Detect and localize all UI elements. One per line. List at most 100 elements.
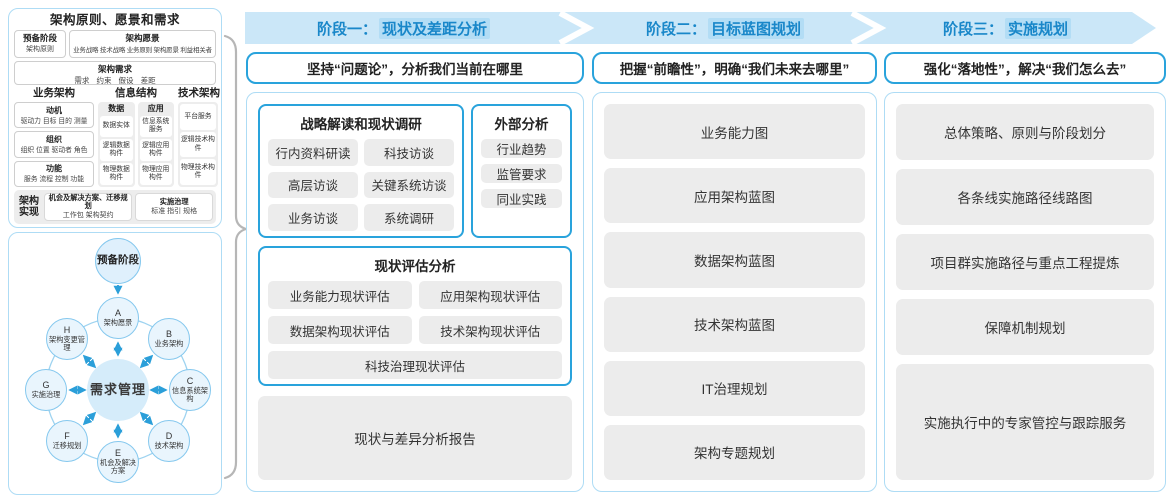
preliminary-phase-sub: 架构原则: [26, 46, 54, 54]
business-architecture-header: 业务架构: [33, 87, 75, 99]
phase3-banner-prefix: 阶段三：: [942, 20, 1003, 38]
adm-node-g-letter: G: [42, 380, 50, 391]
opportunities-migration-box: 机会及解决方案、迁移规划 工作包 架构契约: [44, 192, 133, 221]
technology-architecture-column: 技术架构 平台服务 逻辑技术构件 物理技术构件: [178, 87, 220, 187]
architecture-vision-box: 架构愿景 业务战略 技术战略 业务原则 架构愿景 利益相关者: [69, 30, 216, 58]
phase1-banner-prefix: 阶段一：: [316, 20, 377, 38]
function-box: 功能 服务 流程 控制 功能: [14, 160, 94, 187]
business-capability-map-box: 业务能力图: [604, 104, 865, 160]
adm-node-e-label: 机会及解决方案: [100, 458, 136, 475]
phase3-slogan-box: 强化“落地性”，解决“我们怎么去”: [884, 52, 1166, 84]
overall-strategy-box: 总体策略、原则与阶段划分: [896, 104, 1154, 160]
architecture-content-framework-panel: 架构原则、愿景和需求 预备阶段 架构原则 架构愿景 业务战略 技术战略 业务原则…: [8, 8, 222, 228]
phase1-banner-highlight: 现状及差距分析: [379, 17, 491, 39]
function-title: 功能: [46, 164, 62, 174]
strategy-research-group: 战略解读和现状调研 行内资料研读 科技访谈 高层访谈 关键系统访谈 业务访谈 系…: [258, 104, 464, 238]
information-structure-column: 信息结构 数据 数据实体 逻辑数据构件 物理数据构件 应用 信息系统服务 逻辑应…: [98, 87, 174, 187]
adm-node-d-letter: D: [165, 431, 173, 442]
adm-cycle-panel: 预备阶段 需求管理 A 架构愿景 B 业务架构 C 信息系统架构 D 技术架构 …: [8, 232, 222, 495]
architecture-vision-sub: 业务战略 技术战略 业务原则 架构愿景 利益相关者: [73, 47, 212, 55]
safeguard-mechanism-box: 保障机制规划: [896, 299, 1154, 355]
business-architecture-column: 业务架构 动机 驱动力 目标 目的 测量 组织 组织 位置 驱动者 角色 功能 …: [14, 87, 94, 187]
external-analysis-group: 外部分析 行业趋势 监管要求 同业实践: [471, 104, 572, 238]
phase1-slogan-box: 坚持“问题论”，分析我们当前在哪里: [246, 52, 584, 84]
phase2-banner-prefix: 阶段二：: [645, 20, 706, 38]
internal-material-item: 行内资料研读: [268, 139, 358, 166]
technology-architecture-assessment-item: 技术架构现状评估: [418, 316, 562, 344]
technology-group: 平台服务 逻辑技术构件 物理技术构件: [178, 102, 218, 187]
motivation-box: 动机 驱动力 目标 目的 测量: [14, 102, 94, 129]
adm-node-f-letter: F: [64, 431, 70, 442]
opportunities-migration-sub: 工作包 架构契约: [62, 212, 114, 220]
strategy-research-grid: 行内资料研读 科技访谈 高层访谈 关键系统访谈 业务访谈 系统调研: [268, 139, 454, 231]
phase-band-chevron-separators: [558, 12, 887, 44]
tech-interview-item: 科技访谈: [364, 139, 454, 166]
phase2-banner: 阶段二： 目标蓝图规划: [596, 12, 854, 44]
motivation-sub: 驱动力 目标 目的 测量: [20, 117, 88, 125]
phase3-banner-highlight: 实施规划: [1005, 17, 1072, 39]
architecture-realization-row: 架构实现 机会及解决方案、迁移规划 工作包 架构契约 实施治理 标准 指引 规格: [14, 190, 216, 224]
framework-middle-section: 业务架构 动机 驱动力 目标 目的 测量 组织 组织 位置 驱动者 角色 功能 …: [14, 87, 220, 187]
peer-practice-item: 同业实践: [481, 189, 562, 208]
motivation-title: 动机: [46, 105, 62, 115]
adm-node-requirements-management: 需求管理: [87, 359, 149, 421]
adm-node-d-technology-architecture: D 技术架构: [148, 420, 190, 462]
phase3-column: 总体策略、原则与阶段划分 各条线实施路径线路图 项目群实施路径与重点工程提炼 保…: [884, 92, 1166, 492]
external-analysis-title: 外部分析: [494, 117, 549, 132]
adm-node-b-business-architecture: B 业务架构: [148, 318, 190, 360]
data-entity-item: 数据实体: [100, 115, 133, 138]
implementation-governance-box: 实施治理 标准 指引 规格: [135, 193, 213, 221]
platform-service-item: 平台服务: [180, 104, 216, 130]
external-analysis-list: 行业趋势 监管要求 同业实践: [481, 139, 562, 231]
application-blueprint-box: 应用架构蓝图: [604, 168, 865, 224]
key-system-interview-item: 关键系统访谈: [364, 171, 454, 199]
adm-node-b-letter: B: [165, 329, 172, 340]
adm-node-f-migration-planning: F 迁移规划: [46, 420, 88, 462]
phase1-banner: 阶段一： 现状及差距分析: [245, 12, 562, 44]
adm-node-g-implementation-governance: G 实施治理: [25, 369, 67, 411]
application-group-title: 应用: [147, 104, 164, 113]
logical-app-item: 逻辑应用构件: [139, 139, 172, 162]
architecture-requirements-box: 架构需求 需求 约束 假设 差距: [14, 61, 216, 85]
data-architecture-assessment-item: 数据架构现状评估: [268, 316, 412, 344]
implementation-governance-title: 实施治理: [159, 196, 189, 206]
adm-node-g-label: 实施治理: [31, 389, 61, 399]
adm-node-f-label: 迁移规划: [52, 440, 82, 450]
expert-tracking-service-box: 实施执行中的专家管控与跟踪服务: [896, 364, 1154, 480]
system-research-item: 系统调研: [364, 204, 454, 231]
assessment-grid: 业务能力现状评估 应用架构现状评估 数据架构现状评估 技术架构现状评估 科技治理…: [268, 281, 562, 379]
organization-title: 组织: [46, 134, 62, 144]
line-roadmap-box: 各条线实施路径线路图: [896, 169, 1154, 225]
information-structure-groups: 数据 数据实体 逻辑数据构件 物理数据构件 应用 信息系统服务 逻辑应用构件 物…: [98, 102, 174, 187]
phase1-column: 战略解读和现状调研 行内资料研读 科技访谈 高层访谈 关键系统访谈 业务访谈 系…: [246, 92, 584, 492]
phase2-column: 业务能力图 应用架构蓝图 数据架构蓝图 技术架构蓝图 IT治理规划 架构专题规划: [592, 92, 877, 492]
phase2-banner-highlight: 目标蓝图规划: [708, 17, 805, 39]
data-group: 数据 数据实体 逻辑数据构件 物理数据构件: [98, 102, 135, 187]
logical-data-item: 逻辑数据构件: [100, 139, 133, 162]
opportunities-migration-title: 机会及解决方案、迁移规划: [48, 192, 128, 210]
physical-app-item: 物理应用构件: [139, 163, 172, 185]
strategy-research-title: 战略解读和现状调研: [300, 117, 422, 132]
information-structure-header: 信息结构: [115, 87, 157, 99]
architecture-realization-label: 架构实现: [19, 195, 39, 219]
phase2-slogan-box: 把握“前瞻性”，明确“我们未来去哪里”: [592, 52, 877, 84]
adm-node-h-change-management: H 架构变更管理: [46, 318, 88, 360]
current-state-assessment-group: 现状评估分析 业务能力现状评估 应用架构现状评估 数据架构现状评估 技术架构现状…: [258, 246, 572, 386]
adm-node-preliminary: 预备阶段: [95, 238, 141, 284]
application-group: 应用 信息系统服务 逻辑应用构件 物理应用构件: [137, 102, 174, 187]
business-architecture-list: 动机 驱动力 目标 目的 测量 组织 组织 位置 驱动者 角色 功能 服务 流程…: [14, 102, 94, 187]
architecture-requirements-title: 架构需求: [97, 64, 132, 74]
adm-node-h-label: 架构变更管理: [49, 335, 85, 352]
executive-interview-item: 高层访谈: [268, 171, 358, 199]
organization-sub: 组织 位置 驱动者 角色: [20, 147, 88, 155]
adm-node-c-information-systems: C 信息系统架构: [169, 369, 211, 411]
preliminary-phase-box: 预备阶段 架构原则: [14, 30, 66, 58]
phase1-top-row: 战略解读和现状调研 行内资料研读 科技访谈 高层访谈 关键系统访谈 业务访谈 系…: [258, 104, 572, 238]
adm-node-d-label: 技术架构: [154, 440, 184, 450]
technology-blueprint-box: 技术架构蓝图: [604, 296, 865, 352]
current-state-assessment-title: 现状评估分析: [374, 259, 456, 274]
framework-title: 架构原则、愿景和需求: [49, 13, 180, 27]
logical-tech-item: 逻辑技术构件: [180, 131, 216, 158]
regulatory-requirement-item: 监管要求: [481, 164, 562, 183]
technology-architecture-header: 技术架构: [178, 87, 220, 99]
